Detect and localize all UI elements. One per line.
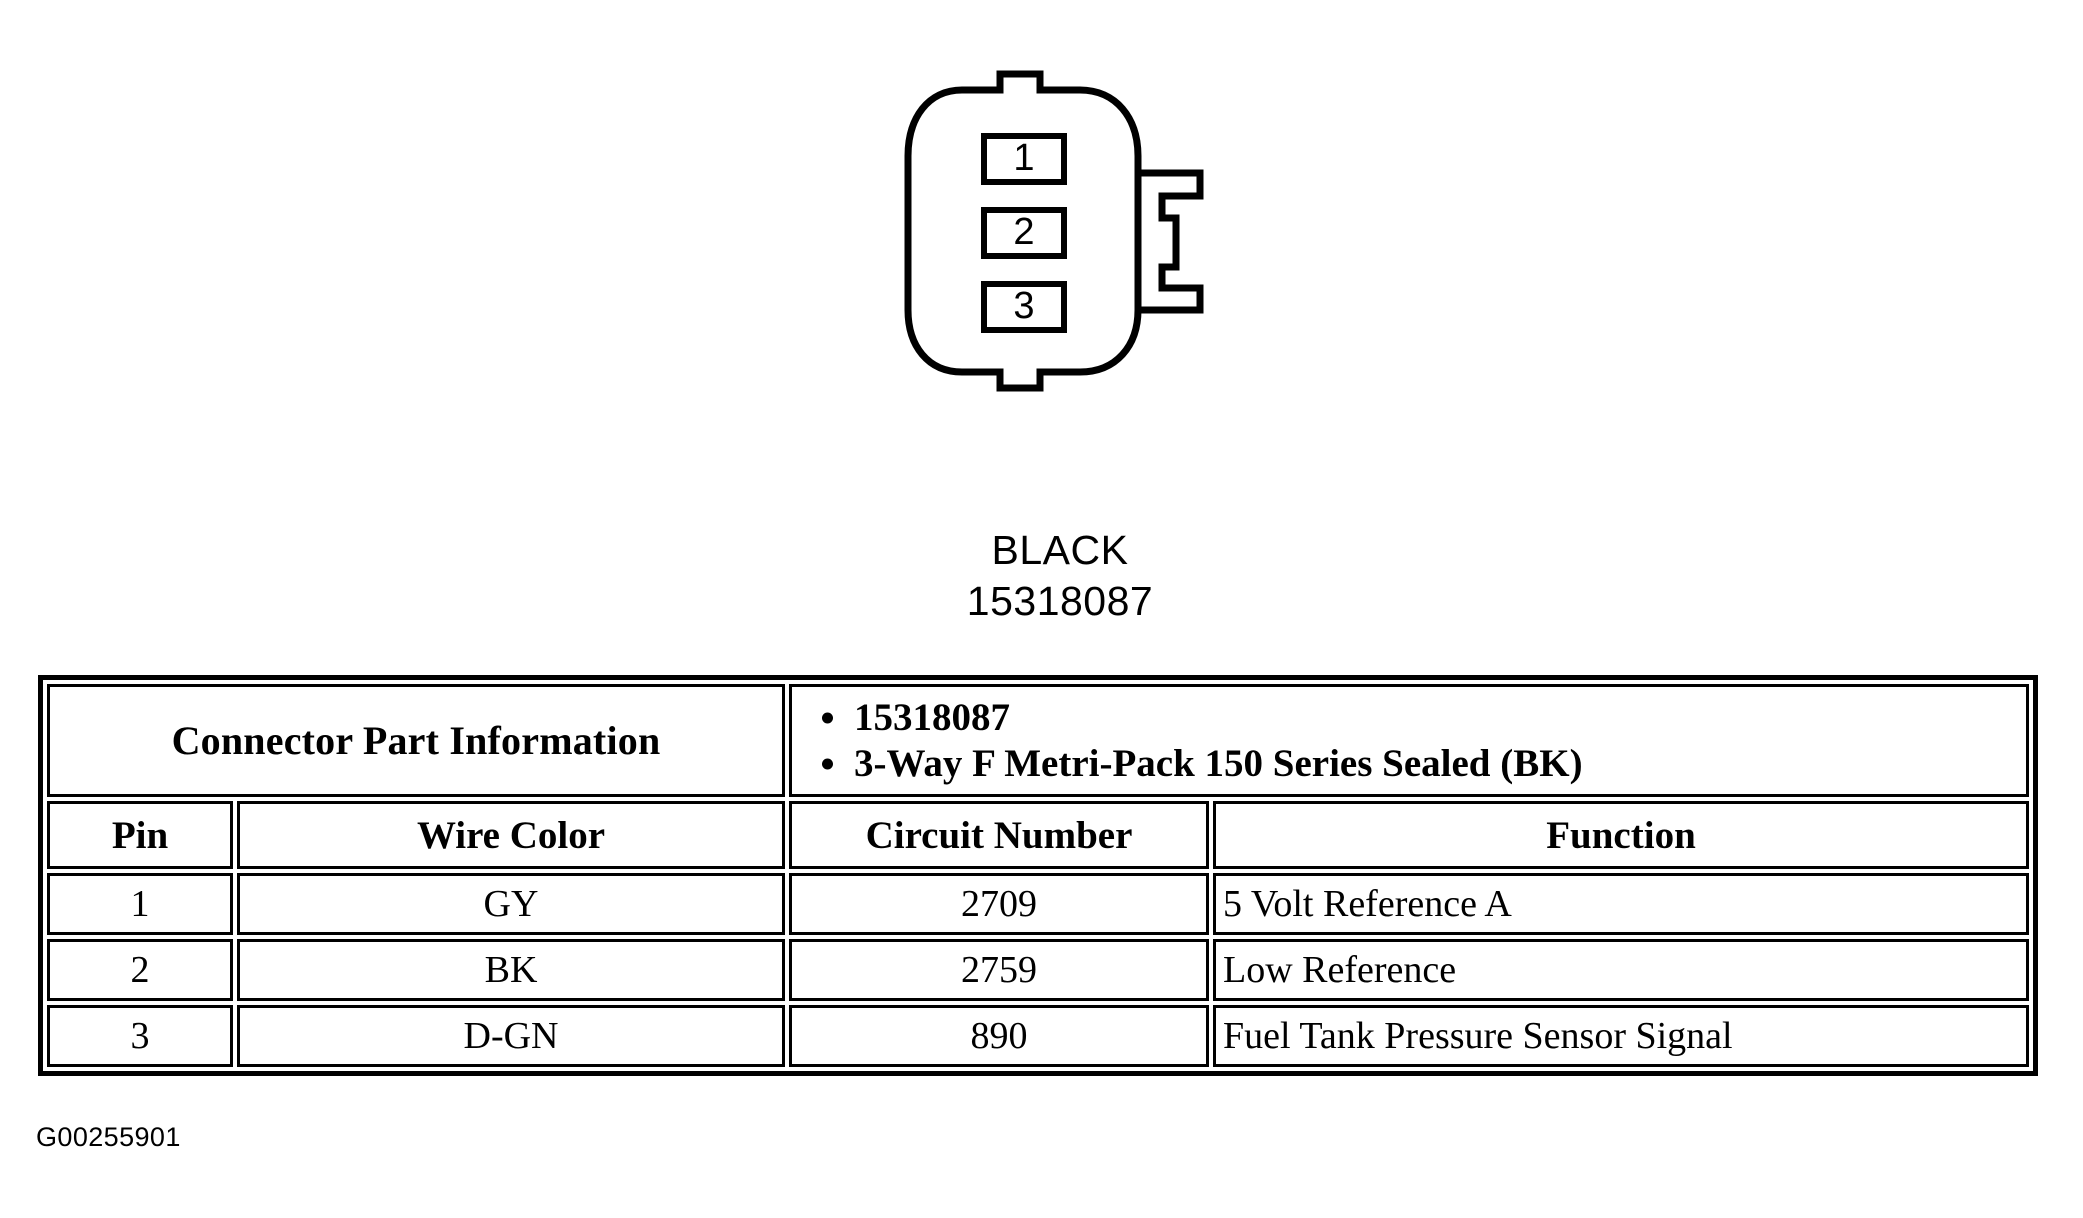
cell-pin-text: 3 [130, 1015, 150, 1058]
cell-circuit-number-text: 2759 [961, 949, 1037, 992]
connector-diagram: 1 2 3 [900, 60, 1210, 400]
cell-circuit-number-text: 2709 [961, 883, 1037, 926]
connector-color-name: BLACK [991, 527, 1129, 573]
cell-wire-color-text: D-GN [463, 1015, 559, 1058]
cell-function-text: Low Reference [1223, 949, 1457, 992]
cell-function-text: Fuel Tank Pressure Sensor Signal [1223, 1015, 1733, 1058]
part-information-label: Connector Part Information [171, 718, 661, 764]
column-header-pin-cell: Pin [47, 801, 233, 870]
connector-body-path [904, 70, 1142, 392]
cell-wire-color: GY [237, 873, 785, 936]
cell-circuit-number: 2759 [789, 939, 1209, 1002]
part-information-label-cell: Connector Part Information [47, 684, 785, 798]
bullet-icon [822, 758, 833, 769]
cavity-label-3: 3 [1013, 285, 1034, 327]
cell-pin: 1 [47, 873, 233, 936]
column-header-function: Function [1546, 813, 1696, 857]
cavity-label-2: 2 [1013, 211, 1034, 253]
list-item: 3-Way F Metri-Pack 150 Series Sealed (BK… [822, 741, 2026, 787]
cell-pin-text: 2 [130, 949, 150, 992]
cell-wire-color: D-GN [237, 1005, 785, 1068]
cell-pin-text: 1 [130, 883, 150, 926]
part-information-item-text: 3-Way F Metri-Pack 150 Series Sealed (BK… [854, 741, 1583, 785]
connector-caption: BLACK 15318087 [800, 525, 1320, 628]
column-header-row: Pin Wire Color Circuit Number Function [47, 801, 2029, 870]
part-information-list-cell: 15318087 3-Way F Metri-Pack 150 Series S… [789, 684, 2029, 798]
connector-part-number: 15318087 [966, 578, 1154, 625]
cavity-group: 1 2 3 [981, 133, 1067, 333]
cell-function: Low Reference [1213, 939, 2029, 1002]
cell-function: Fuel Tank Pressure Sensor Signal [1213, 1005, 2029, 1068]
cavity-box-3 [981, 281, 1067, 333]
list-item: 15318087 [822, 695, 2026, 741]
figure-code: G00255901 [36, 1122, 181, 1152]
cavity-box-1 [981, 133, 1067, 185]
part-information-item-text: 15318087 [854, 696, 1010, 739]
connector-latch-path [1138, 169, 1204, 314]
cell-function: 5 Volt Reference A [1213, 873, 2029, 936]
cell-circuit-number-text: 890 [970, 1015, 1028, 1058]
cell-circuit-number: 2709 [789, 873, 1209, 936]
cell-circuit-number: 890 [789, 1005, 1209, 1068]
cell-function-text: 5 Volt Reference A [1223, 883, 1512, 926]
part-information-list: 15318087 3-Way F Metri-Pack 150 Series S… [792, 687, 2026, 794]
column-header-wire-color: Wire Color [416, 813, 606, 857]
cavity-box-2 [981, 207, 1067, 259]
connector-pinout-table: Connector Part Information 15318087 3-Wa… [38, 675, 2038, 1077]
cell-wire-color-text: BK [484, 949, 538, 992]
table-row: 2 BK 2759 Low Reference [47, 939, 2029, 1002]
cell-pin: 2 [47, 939, 233, 1002]
cavity-label-1: 1 [1013, 137, 1034, 179]
connector-outline-svg: 1 2 3 [904, 70, 1204, 392]
cell-wire-color-text: GY [483, 883, 539, 926]
part-information-row: Connector Part Information 15318087 3-Wa… [47, 684, 2029, 798]
table-row: 1 GY 2709 5 Volt Reference A [47, 873, 2029, 936]
cell-pin: 3 [47, 1005, 233, 1068]
column-header-circuit-number-cell: Circuit Number [789, 801, 1209, 870]
column-header-wire-color-cell: Wire Color [237, 801, 785, 870]
column-header-function-cell: Function [1213, 801, 2029, 870]
cell-wire-color: BK [237, 939, 785, 1002]
column-header-circuit-number: Circuit Number [865, 813, 1133, 857]
table-row: 3 D-GN 890 Fuel Tank Pressure Sensor Sig… [47, 1005, 2029, 1068]
pinout-table-element: Connector Part Information 15318087 3-Wa… [43, 680, 2033, 1071]
column-header-pin: Pin [111, 813, 169, 857]
bullet-icon [822, 712, 833, 724]
